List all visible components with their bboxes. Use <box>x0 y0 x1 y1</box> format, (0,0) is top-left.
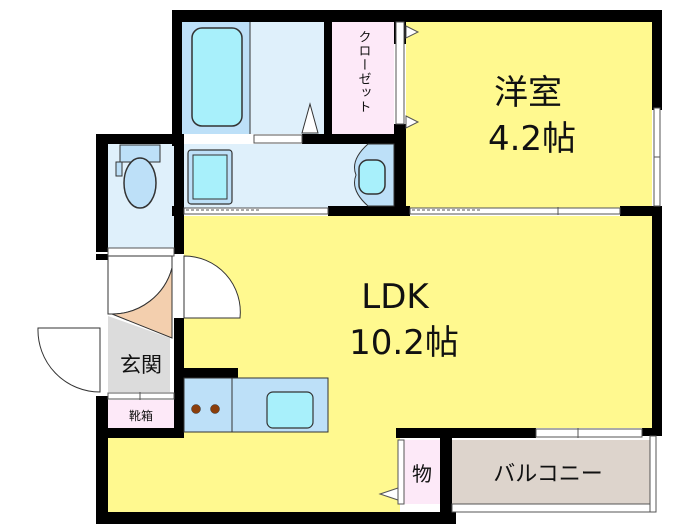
western-room-name: 洋室 <box>494 73 562 113</box>
balcony-right-rail <box>649 435 657 513</box>
balcony-name: バルコニー <box>493 462 603 487</box>
western-room-size: 4.2帖 <box>488 119 576 159</box>
washroom-fixtures <box>187 143 395 207</box>
balcony-floor <box>452 440 650 504</box>
front-door-swing <box>37 327 101 393</box>
entrance-name: 玄関 <box>120 353 162 377</box>
kitchen-counter <box>183 377 329 433</box>
ldk-floor <box>108 216 652 512</box>
closet-floor <box>332 22 394 134</box>
storage-door <box>397 439 405 505</box>
storage-name: 物 <box>412 462 432 486</box>
stove-burner-icon <box>191 404 201 414</box>
western-room-floor <box>406 22 652 210</box>
western-room-sliding-door <box>409 207 621 215</box>
shoe-box-floor <box>108 400 174 428</box>
ldk-name: LDK <box>361 277 430 317</box>
closet-name: クローゼット <box>356 30 372 114</box>
bathtub <box>182 22 251 134</box>
stove-burner-icon <box>210 404 220 414</box>
entrance-floor <box>108 316 170 392</box>
hall-door-shade <box>111 267 173 339</box>
washroom-sliding-door <box>183 207 329 215</box>
ldk-size: 10.2帖 <box>349 323 459 363</box>
storage-floor <box>404 440 440 504</box>
sink-icon <box>266 391 314 429</box>
walls <box>96 10 662 524</box>
windows <box>107 107 661 513</box>
toilet-fixture <box>115 144 161 209</box>
ldk-door-swing <box>183 255 241 319</box>
door-swings <box>37 255 241 393</box>
labels: 洋室 4.2帖 LDK 10.2帖 玄関 靴箱 クローゼット 物 バルコニー <box>120 30 603 487</box>
toilet-door <box>107 247 175 257</box>
shoe-box-name: 靴箱 <box>129 408 153 423</box>
shoe-box-edge <box>107 392 175 400</box>
closet-doors <box>301 21 420 501</box>
balcony-window <box>535 428 643 438</box>
bath-door <box>253 134 303 144</box>
balcony-rail <box>451 503 651 513</box>
